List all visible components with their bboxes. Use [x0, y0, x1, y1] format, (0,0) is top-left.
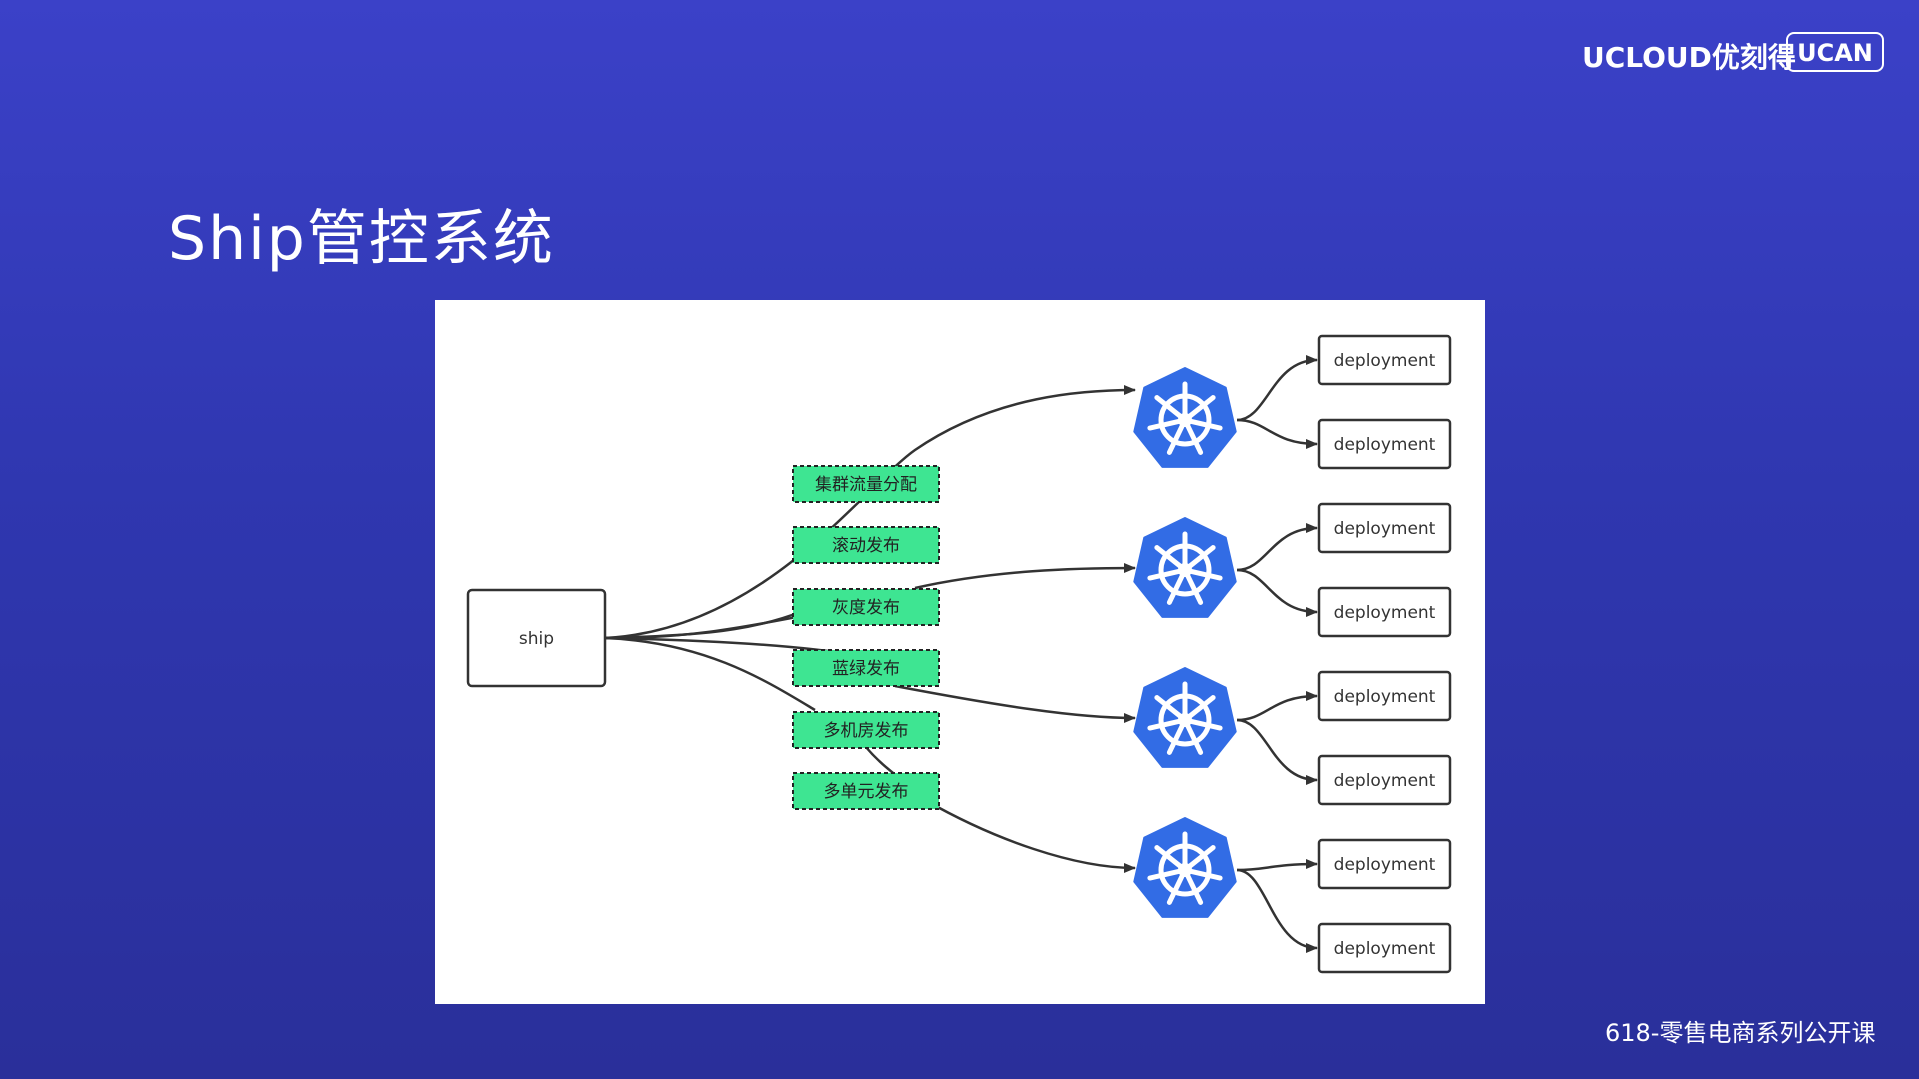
release-strategy-tag-label: 灰度发布	[832, 598, 900, 618]
kubernetes-icon	[1133, 667, 1237, 768]
deployment-node-label: deployment	[1334, 519, 1436, 539]
deployment-node-box	[1317, 502, 1452, 554]
edge-cluster-4-deployment-2	[1236, 868, 1318, 953]
edge-cluster-2-deployment-2	[1236, 568, 1318, 617]
source-node-box	[466, 588, 607, 688]
deployment-node-box	[1317, 922, 1452, 974]
release-strategy-tag-box	[792, 649, 940, 687]
edge-cluster-3-deployment-1	[1236, 691, 1318, 722]
edge-cluster-2-deployment-1	[1236, 523, 1318, 572]
ucloud-logo: UCLOUD优刻得	[1582, 41, 1796, 74]
deployment-node-label: deployment	[1334, 351, 1436, 371]
deployment-node-label: deployment	[1334, 603, 1436, 623]
footer-text: 618-零售电商系列公开课	[1605, 1019, 1876, 1047]
deployment-node: deployment	[1317, 502, 1452, 554]
kubernetes-icon	[1133, 817, 1237, 918]
deployment-node-box	[1317, 754, 1452, 806]
deployment-node-label: deployment	[1334, 435, 1436, 455]
deployment-node-box	[1317, 670, 1452, 722]
release-strategy-tag-box	[792, 588, 940, 626]
release-strategy-tag-box	[792, 772, 940, 810]
deployment-node: deployment	[1317, 586, 1452, 638]
deployment-node: deployment	[1317, 922, 1452, 974]
page-title: Ship管控系统	[168, 204, 555, 274]
edge-cluster-1-deployment-2	[1236, 418, 1318, 449]
kubernetes-icon	[1133, 367, 1237, 468]
deployment-node: deployment	[1317, 334, 1452, 386]
release-strategy-tag-label: 滚动发布	[832, 536, 900, 556]
kubernetes-icon	[1133, 517, 1237, 618]
edge-gray-cluster-2	[914, 563, 1136, 590]
edge-bluegreen-cluster-3	[894, 684, 1136, 723]
release-strategy-tag: 多单元发布	[792, 772, 940, 810]
release-strategy-tag-label: 多单元发布	[824, 782, 909, 802]
deployment-node-label: deployment	[1334, 687, 1436, 707]
edge-ship-cluster-1	[604, 385, 1136, 640]
deployment-node-box	[1317, 586, 1452, 638]
source-node-label: ship	[519, 629, 554, 649]
release-strategy-tag-box	[792, 711, 940, 749]
ucan-badge: UCAN	[1786, 32, 1884, 72]
release-strategy-tag: 集群流量分配	[792, 465, 940, 503]
release-strategy-tag: 灰度发布	[792, 588, 940, 626]
release-strategy-tag: 蓝绿发布	[792, 649, 940, 687]
deployment-node: deployment	[1317, 754, 1452, 806]
deployment-node: deployment	[1317, 670, 1452, 722]
deployment-node-label: deployment	[1334, 855, 1436, 875]
edge-ship-tag-multidc	[604, 636, 816, 712]
release-strategy-tag: 多机房发布	[792, 711, 940, 749]
release-strategy-tag: 滚动发布	[792, 526, 940, 564]
deployment-node: deployment	[1317, 838, 1452, 890]
release-strategy-tag-label: 集群流量分配	[815, 475, 917, 495]
edge-cluster-1-deployment-1	[1236, 355, 1318, 422]
source-node: ship	[466, 588, 607, 688]
edge-cluster-4-deployment-1	[1236, 859, 1318, 872]
release-strategy-tag-box	[792, 526, 940, 564]
release-strategy-tag-label: 多机房发布	[824, 721, 909, 741]
deployment-node-box	[1317, 418, 1452, 470]
release-strategy-tag-label: 蓝绿发布	[832, 659, 900, 679]
deployment-node: deployment	[1317, 418, 1452, 470]
deployment-node-label: deployment	[1334, 771, 1436, 791]
deployment-node-box	[1317, 334, 1452, 386]
diagram-panel: ship 集群流量分配滚动发布灰度发布蓝绿发布多机房发布多单元发布 deployme…	[435, 300, 1485, 1004]
deployment-node-label: deployment	[1334, 939, 1436, 959]
release-strategy-tag-box	[792, 465, 940, 503]
edge-cluster-3-deployment-2	[1236, 718, 1318, 785]
deployment-node-box	[1317, 838, 1452, 890]
edge-unit-cluster-4	[864, 745, 1136, 873]
